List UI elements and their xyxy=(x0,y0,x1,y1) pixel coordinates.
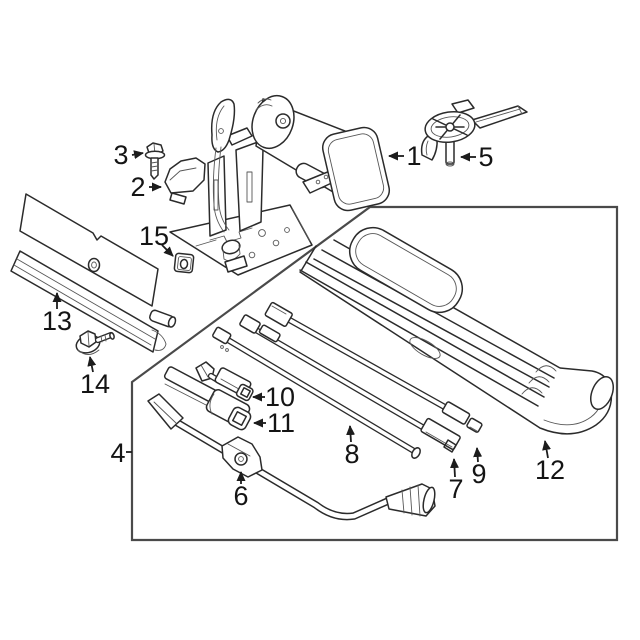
callout-12-arrow xyxy=(542,440,551,459)
callout-15-arrow xyxy=(161,244,174,257)
callout-15: 15 xyxy=(139,221,174,257)
callout-14-arrow xyxy=(87,356,97,373)
callout-7-label: 7 xyxy=(448,474,463,504)
callout-4-label: 4 xyxy=(110,438,125,468)
callout-13-label: 13 xyxy=(42,306,72,336)
retainer-bracket xyxy=(420,99,528,167)
callout-8-label: 8 xyxy=(344,439,359,469)
callout-9: 9 xyxy=(471,447,487,489)
extension-rod-8 xyxy=(212,326,421,459)
extension-rod-7 xyxy=(239,314,461,453)
callout-14-label: 14 xyxy=(80,369,110,399)
jack-pad xyxy=(321,126,391,212)
callout-3-label: 3 xyxy=(113,140,128,170)
callout-12-label: 12 xyxy=(535,455,565,485)
callout-12: 12 xyxy=(535,440,565,485)
callouts: 1 2 3 4 5 6 7 8 xyxy=(42,140,565,511)
callout-2: 2 xyxy=(130,172,162,202)
bracket-bolt xyxy=(144,142,166,180)
callout-6-label: 6 xyxy=(233,481,248,511)
extension-rod-9 xyxy=(264,301,483,433)
jack-mounting-bracket xyxy=(164,98,313,276)
jack-handle-lug-wrench xyxy=(147,393,436,521)
tool-kit-box xyxy=(130,205,619,542)
callout-5: 5 xyxy=(460,142,494,172)
callout-10: 10 xyxy=(252,382,295,412)
callout-3: 3 xyxy=(113,140,144,170)
cover-panel xyxy=(10,193,177,353)
callout-4: 4 xyxy=(110,438,132,468)
callout-11: 11 xyxy=(253,408,295,438)
socket-adapter xyxy=(195,361,254,402)
callout-15-label: 15 xyxy=(139,221,169,251)
foam-tool-tray xyxy=(299,226,614,435)
callout-7: 7 xyxy=(448,458,464,504)
callout-1-label: 1 xyxy=(406,141,421,171)
callout-14: 14 xyxy=(80,356,110,399)
callout-9-arrow xyxy=(473,447,483,463)
callout-6: 6 xyxy=(233,471,249,511)
callout-7-arrow xyxy=(450,458,459,478)
clip-nut xyxy=(173,252,195,274)
callout-13: 13 xyxy=(42,292,72,336)
socket xyxy=(163,366,252,431)
callout-2-label: 2 xyxy=(130,172,145,202)
callout-8-arrow xyxy=(346,425,356,443)
callout-11-label: 11 xyxy=(267,408,295,438)
panel-bolt xyxy=(75,330,115,355)
callout-5-label: 5 xyxy=(478,142,493,172)
callout-9-label: 9 xyxy=(471,459,486,489)
callout-1: 1 xyxy=(388,141,422,171)
jack-assembly xyxy=(251,94,391,212)
callout-3-arrow xyxy=(131,150,144,160)
callout-10-label: 10 xyxy=(265,382,295,412)
callout-8: 8 xyxy=(344,425,360,469)
